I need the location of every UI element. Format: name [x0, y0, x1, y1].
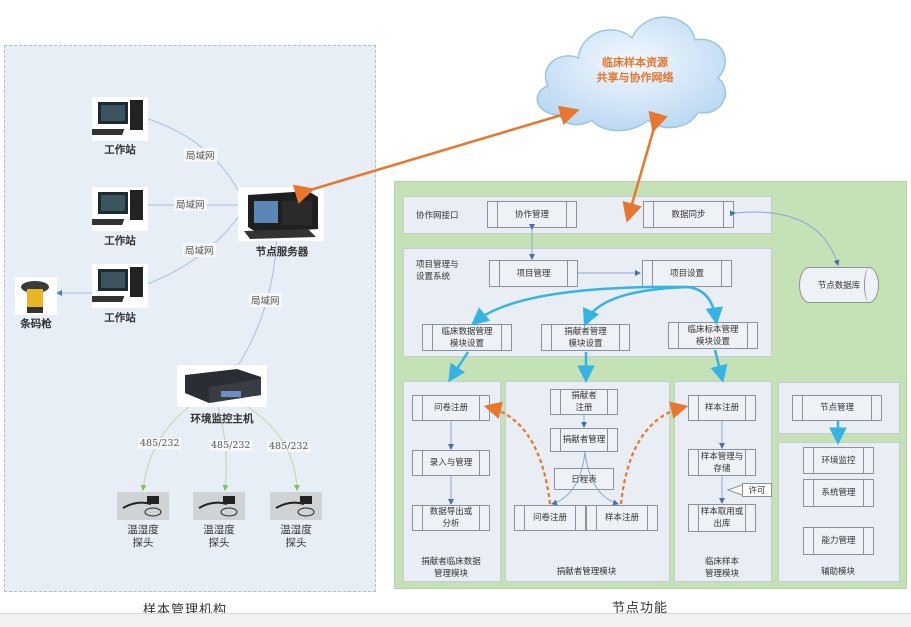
probe-label-line1: 温湿度	[203, 524, 235, 536]
barcode-scanner-icon	[15, 277, 57, 315]
donor-reg-box[interactable]: 捐献者注册	[550, 389, 618, 415]
project-system-label-line2: 设置系统	[416, 272, 451, 282]
workstation-icon	[86, 187, 148, 231]
node-database[interactable]: 节点数据库	[799, 267, 879, 303]
box-line2: 模块设置	[695, 336, 730, 347]
workstation-label: 工作站	[104, 312, 136, 324]
donor-settings-box[interactable]: 捐献者管理模块设置	[541, 324, 630, 351]
box-line2: 模块设置	[568, 338, 603, 349]
probe-label-line2: 探头	[285, 537, 307, 549]
capability-mgmt-box[interactable]: 能力管理	[803, 527, 874, 555]
box-line1: 临床标本管理	[687, 324, 739, 335]
node-server-label: 节点服务器	[255, 246, 309, 258]
probe-label-line2: 探头	[208, 537, 230, 549]
barcode-scanner-label: 条码枪	[20, 318, 52, 330]
box-line1: 样本管理与	[700, 451, 744, 462]
project-mgmt-box[interactable]: 项目管理	[489, 260, 578, 287]
workstation-icon	[86, 97, 148, 141]
sample-storage-box[interactable]: 样本管理与存储	[688, 449, 756, 476]
collab-interface-label: 协作网接口	[416, 211, 459, 221]
lan-label: 局域网	[174, 197, 207, 211]
env-monitor-host-icon	[177, 365, 267, 407]
cloud-title-line1: 临床样本资源	[602, 56, 668, 69]
module-label-line2: 管理模块	[704, 569, 739, 579]
sample-module-label: 临床样本 管理模块	[674, 556, 770, 580]
probe-label-line2: 探头	[132, 537, 154, 549]
probe-label: 温湿度 探头	[110, 524, 176, 550]
project-settings-box[interactable]: 项目设置	[642, 260, 732, 287]
box-line1: 临床数据管理	[441, 326, 493, 337]
aux-module-label: 辅助模块	[820, 567, 855, 577]
box-line2: 分析	[442, 519, 460, 529]
questionnaire-reg-box[interactable]: 问卷注册	[412, 395, 490, 421]
sample-settings-box[interactable]: 临床标本管理模块设置	[668, 322, 758, 349]
module-label-line1: 临床样本	[704, 557, 739, 567]
entry-mgmt-box[interactable]: 录入与管理	[412, 450, 490, 476]
box-line2: 模块设置	[449, 338, 484, 349]
schedule-box[interactable]: 日程表	[554, 468, 614, 490]
temp-humidity-probe-icon	[193, 492, 245, 520]
box-line2: 注册	[575, 403, 593, 413]
data-sync-box[interactable]: 数据同步	[643, 201, 734, 228]
system-mgmt-box[interactable]: 系统管理	[803, 479, 874, 507]
probe-label: 温湿度 探头	[263, 524, 329, 550]
sample-reg-box[interactable]: 样本注册	[688, 395, 756, 421]
clinical-data-module-label: 捐献者临床数据 管理模块	[403, 556, 499, 580]
lan-label: 局域网	[184, 148, 217, 162]
temp-humidity-probe-icon	[270, 492, 322, 520]
temp-humidity-probe-icon	[117, 492, 169, 520]
box-line1: 捐献者	[571, 391, 597, 401]
node-server-icon	[238, 187, 324, 241]
sample-retrieve-box[interactable]: 样本取用或出库	[688, 504, 756, 532]
permit-callout: 许可	[742, 483, 772, 497]
serial-label: 485/232	[267, 441, 311, 452]
donor-module-label: 捐献者管理模块	[556, 567, 617, 577]
probe-label: 温湿度 探头	[186, 524, 252, 550]
probe-label-line1: 温湿度	[127, 524, 159, 536]
project-system-label-line1: 项目管理与	[416, 260, 459, 270]
right-panel-caption: 节点功能	[611, 601, 668, 616]
lan-label: 局域网	[183, 243, 216, 257]
data-export-box[interactable]: 数据导出或分析	[412, 505, 490, 531]
workstation-label: 工作站	[104, 144, 136, 156]
workstation-icon	[86, 264, 148, 308]
serial-label: 485/232	[138, 438, 182, 449]
box-line1: 捐献者管理	[564, 326, 607, 337]
lan-label: 局域网	[249, 293, 282, 307]
project-system-label: 项目管理与 设置系统	[416, 259, 459, 283]
collab-mgmt-box[interactable]: 协作管理	[487, 201, 577, 228]
env-monitor-host-label: 环境监控主机	[190, 413, 254, 425]
node-mgmt-box[interactable]: 节点管理	[792, 395, 882, 421]
module-label-line2: 管理模块	[433, 569, 468, 579]
donor-mgmt-box[interactable]: 捐献者管理	[550, 428, 618, 452]
box-line1: 样本取用或	[700, 507, 744, 517]
workstation-label: 工作站	[104, 235, 136, 247]
clinical-data-settings-box[interactable]: 临床数据管理模块设置	[422, 324, 512, 351]
env-monitor-box[interactable]: 环境监控	[803, 447, 874, 474]
box-line2: 存储	[713, 463, 731, 474]
probe-label-line1: 温湿度	[280, 524, 312, 536]
cloud-title: 临床样本资源 共享与协作网络	[575, 55, 695, 85]
donor-questionnaire-reg-box[interactable]: 问卷注册	[514, 505, 586, 531]
serial-label: 485/232	[209, 440, 253, 451]
box-line2: 出库	[713, 519, 731, 529]
box-line1: 数据导出或	[429, 507, 473, 517]
bottom-bar	[0, 613, 911, 627]
module-label-line1: 捐献者临床数据	[421, 557, 481, 567]
donor-sample-reg-box[interactable]: 样本注册	[586, 505, 658, 531]
cloud-title-line2: 共享与协作网络	[596, 71, 674, 84]
